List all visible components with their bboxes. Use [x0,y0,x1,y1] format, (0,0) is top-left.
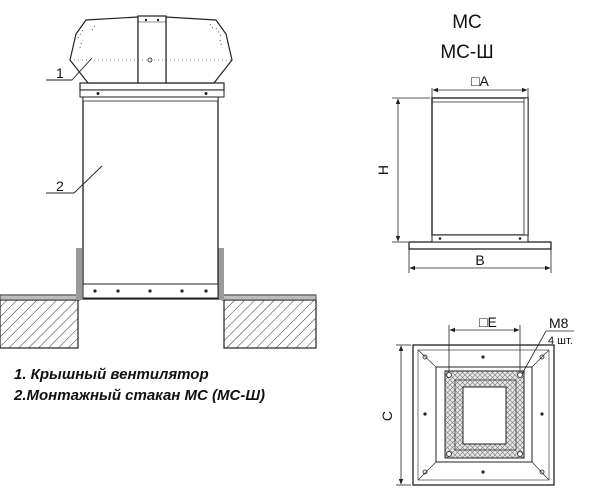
thread-quantity: 4 шт. [548,335,573,347]
roof-section-drawing: 1 2 [0,15,317,349]
title-line-1: МС [452,12,482,33]
front-view-drawing: МС МС-Ш □A H B [375,12,552,273]
dim-E-label: □E [479,314,497,330]
dim-C-label: C [379,411,395,421]
sleeve-front-body [431,97,529,236]
roof-slab-left [0,299,79,349]
title-line-2: МС-Ш [440,42,493,63]
legend-item-1: 1. Крышный вентилятор [14,366,209,383]
roof-slab-right [223,299,317,349]
dim-A-label: □A [471,73,489,89]
legend-item-2: 2.Монтажный стакан МС (МС-Ш) [14,387,266,404]
thread-label: M8 [549,315,569,331]
dim-B-label: B [475,252,484,268]
callout-1-label: 1 [56,65,64,81]
callout-2-label: 2 [56,178,64,194]
mounting-sleeve [82,96,219,300]
dim-H-label: H [375,165,391,175]
roof-fan [69,15,233,84]
plan-view-drawing: □E M8 4 шт. C [379,314,574,486]
sleeve-front-flange [408,241,552,250]
